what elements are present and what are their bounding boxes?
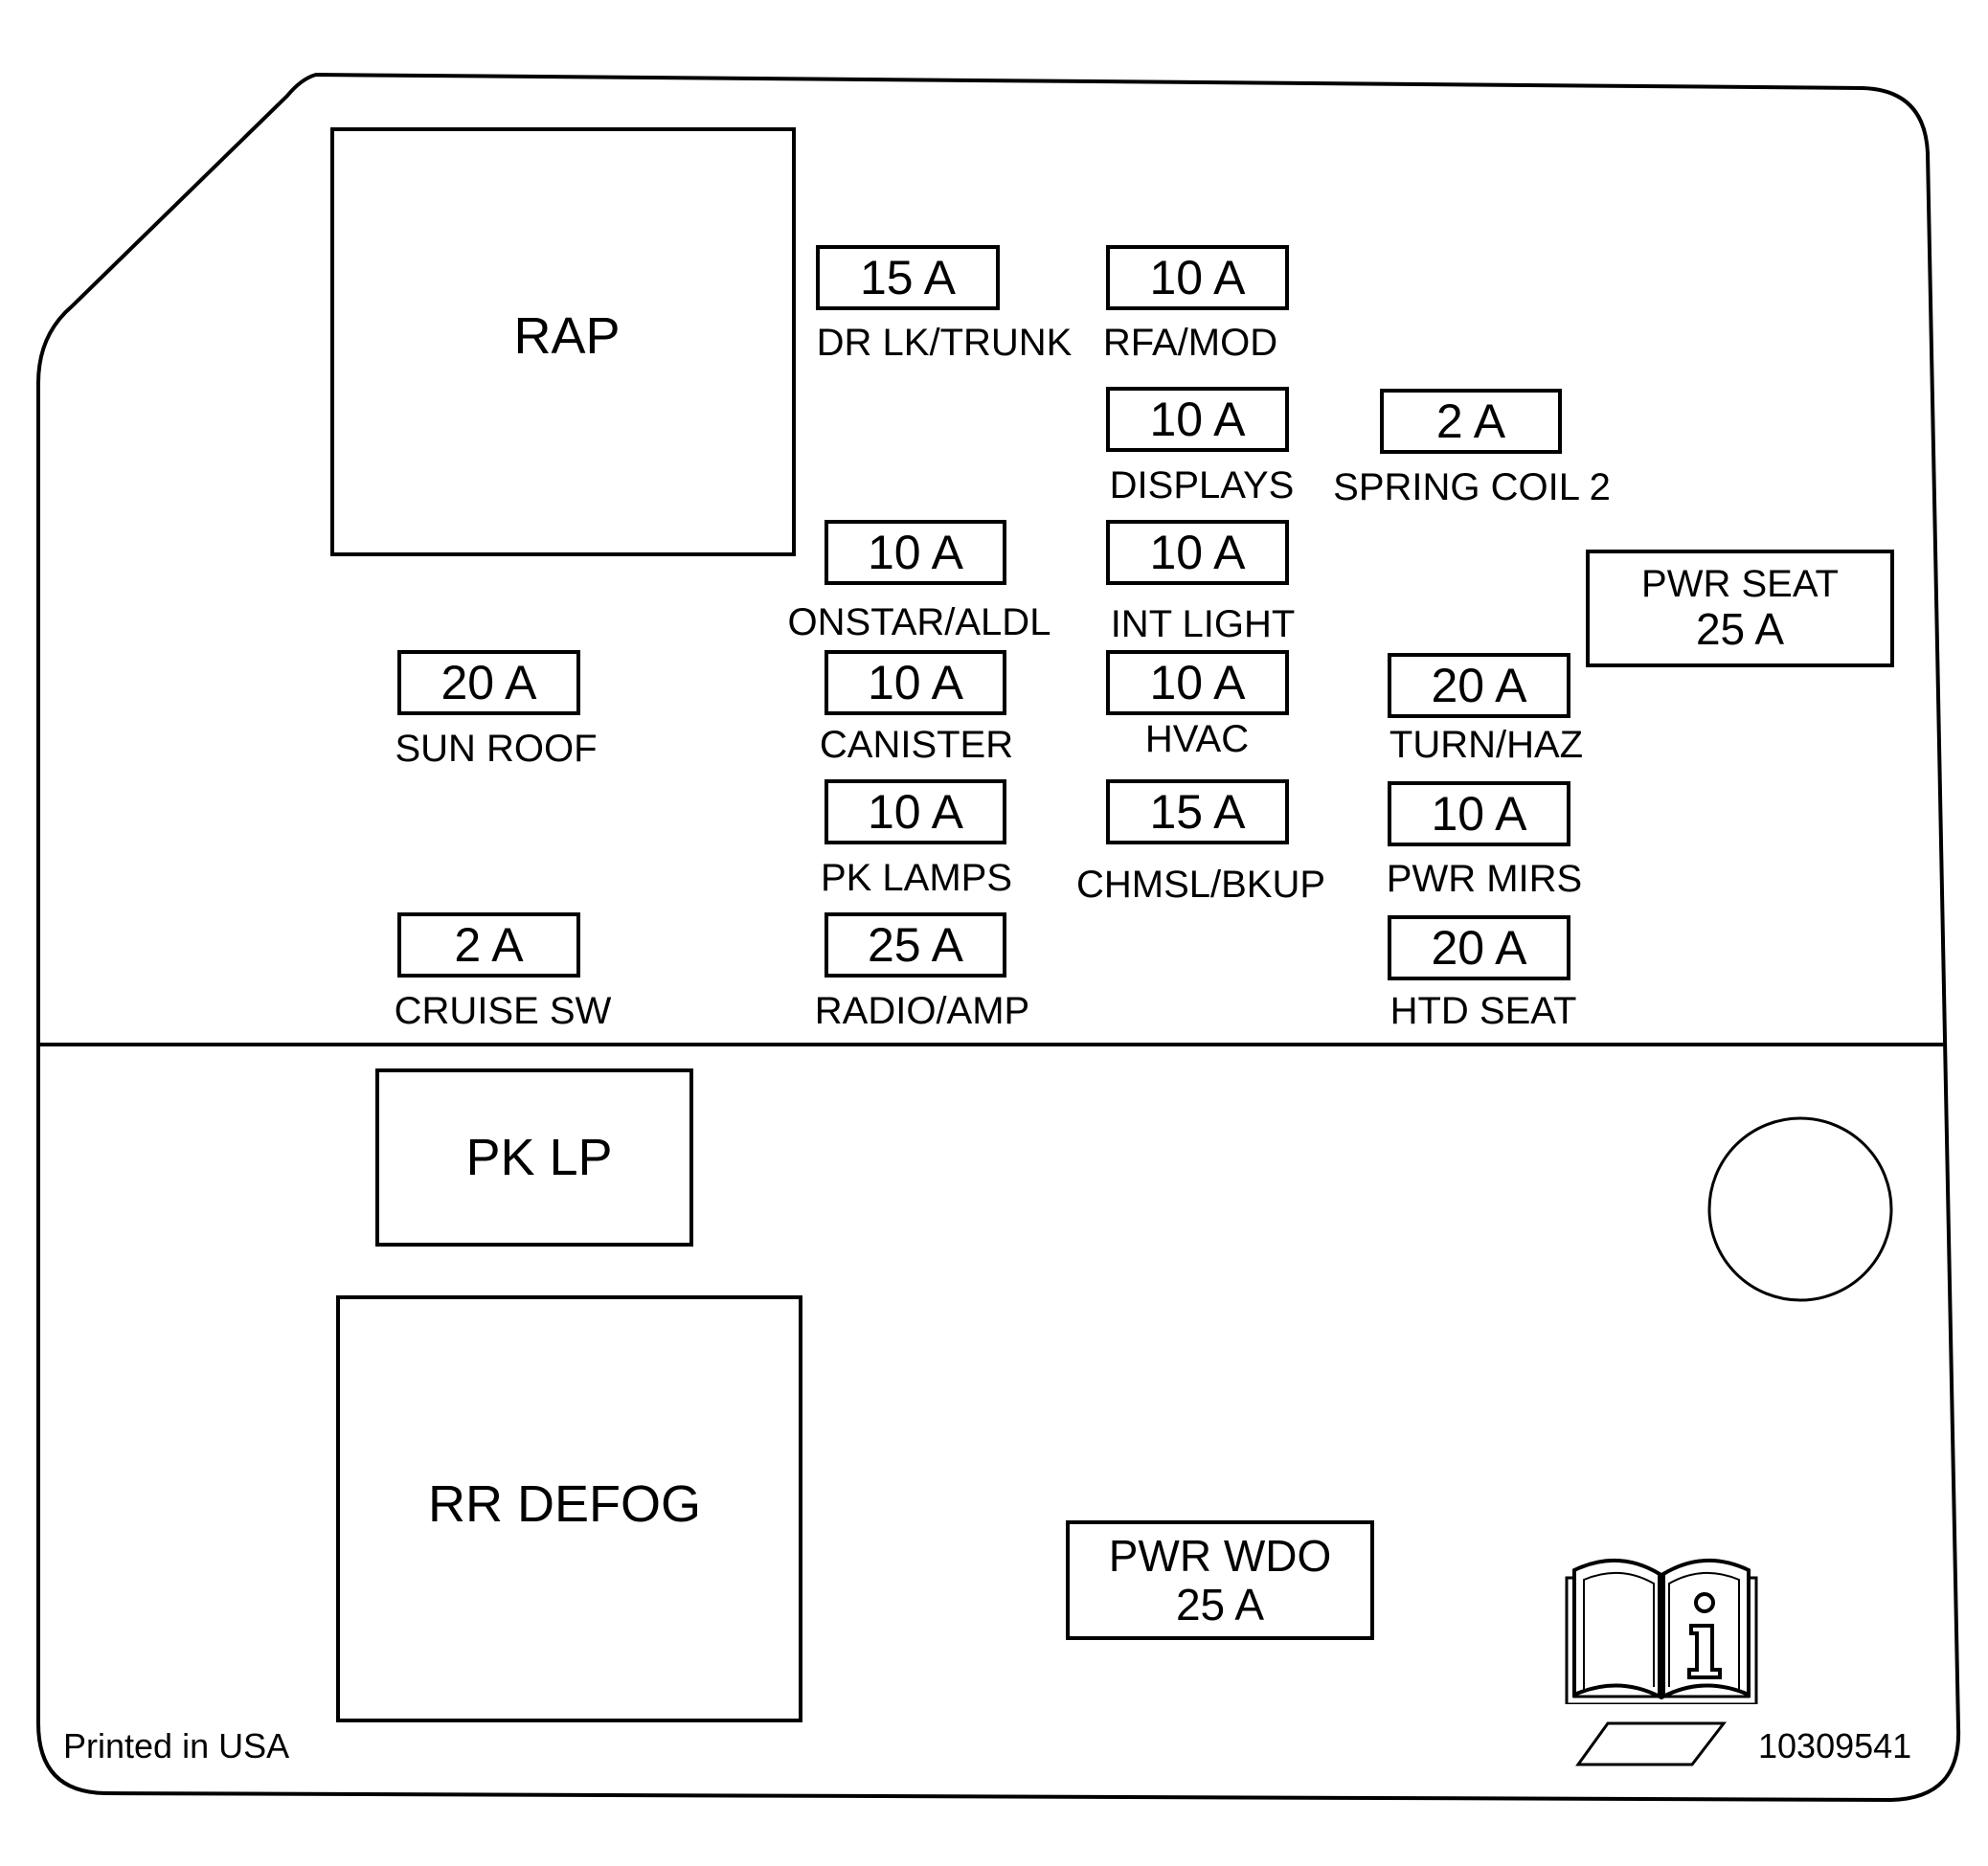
panel-border xyxy=(36,72,1961,1803)
fuse-rating: 10 A xyxy=(1149,526,1246,579)
fuse-rating: 15 A xyxy=(1149,785,1246,839)
breaker-pwr-seat-rating: 25 A xyxy=(1695,604,1785,655)
fuse-chmsl-bkup: 15 A xyxy=(1106,779,1289,844)
fuse-rating: 10 A xyxy=(1431,787,1527,841)
fuse-cruise-sw: 2 A xyxy=(397,912,580,978)
fuse-rating: 10 A xyxy=(867,656,964,709)
fuse-rating: 10 A xyxy=(1149,251,1246,304)
fuse-rating: 20 A xyxy=(1431,659,1527,712)
fuse-label-pk-lamps: PK LAMPS xyxy=(820,857,1013,899)
breaker-pwr-seat-name: PWR SEAT xyxy=(1641,563,1839,606)
part-number-text: 10309541 xyxy=(1758,1726,1912,1765)
fuse-dr-lk-trunk: 15 A xyxy=(816,245,1000,310)
fuse-pwr-mirs: 10 A xyxy=(1388,781,1570,846)
relay-pk-lp-label: PK LP xyxy=(465,1129,613,1186)
fuse-rating: 20 A xyxy=(441,656,537,709)
fuse-label-sun-roof: SUN ROOF xyxy=(395,728,598,770)
fuse-rating: 10 A xyxy=(867,785,964,839)
fuse-rfa-mod: 10 A xyxy=(1106,245,1289,310)
relay-rap: RAP xyxy=(330,127,796,556)
fuse-label-htd-seat: HTD SEAT xyxy=(1389,990,1577,1032)
fuse-int-light: 10 A xyxy=(1106,520,1289,585)
fuse-hvac: 10 A xyxy=(1106,650,1289,715)
breaker-pwr-wdo-name: PWR WDO xyxy=(1108,1530,1332,1581)
fuse-label-radio-amp: RADIO/AMP xyxy=(814,990,1030,1032)
relay-rr-defog: RR DEFOG xyxy=(336,1295,802,1722)
fuse-turn-haz: 20 A xyxy=(1388,653,1570,718)
fuse-label-chmsl-bkup: CHMSL/BKUP xyxy=(1075,864,1326,906)
fuse-label-canister: CANISTER xyxy=(819,724,1014,766)
fuse-label-pwr-mirs: PWR MIRS xyxy=(1386,858,1583,900)
relay-rap-label: RAP xyxy=(513,307,621,365)
fuse-rating: 10 A xyxy=(867,526,964,579)
fuse-canister: 10 A xyxy=(825,650,1006,715)
fuse-label-displays: DISPLAYS xyxy=(1109,464,1295,506)
breaker-pwr-seat: PWR SEAT 25 A xyxy=(1586,550,1894,667)
fuse-rating: 15 A xyxy=(859,251,957,304)
fuse-htd-seat: 20 A xyxy=(1388,915,1570,980)
fuse-label-onstar-aldl: ONSTAR/ALDL xyxy=(787,601,1051,643)
fuse-label-cruise-sw: CRUISE SW xyxy=(394,990,612,1032)
fuse-onstar-aldl: 10 A xyxy=(825,520,1006,585)
fuse-radio-amp: 25 A xyxy=(825,912,1006,978)
fuse-label-rfa-mod: RFA/MOD xyxy=(1102,322,1278,364)
relay-rr-defog-label: RR DEFOG xyxy=(427,1475,701,1533)
breaker-pwr-wdo: PWR WDO 25 A xyxy=(1066,1520,1374,1640)
fuse-label-spring-coil-2: SPRING COIL 2 xyxy=(1333,466,1611,508)
fuse-pk-lamps: 10 A xyxy=(825,779,1006,844)
fuse-rating: 2 A xyxy=(1435,394,1506,448)
fuse-rating: 2 A xyxy=(454,918,524,972)
fuse-rating: 10 A xyxy=(1149,656,1246,709)
relay-pk-lp: PK LP xyxy=(375,1068,693,1247)
fuse-rating: 10 A xyxy=(1149,393,1246,446)
printed-in-usa-text: Printed in USA xyxy=(63,1726,290,1765)
fuse-label-turn-haz: TURN/HAZ xyxy=(1389,724,1584,766)
mounting-hole xyxy=(1707,1116,1893,1302)
fuse-label-int-light: INT LIGHT xyxy=(1110,603,1296,645)
fuse-label-dr-lk-trunk: DR LK/TRUNK xyxy=(816,322,1073,364)
fuse-rating: 25 A xyxy=(867,918,964,972)
fuse-rating: 20 A xyxy=(1431,921,1527,975)
breaker-pwr-wdo-rating: 25 A xyxy=(1175,1579,1265,1630)
label-plate-icon xyxy=(1575,1721,1728,1766)
fuse-sun-roof: 20 A xyxy=(397,650,580,715)
fuse-spring-coil-2: 2 A xyxy=(1380,389,1562,454)
fuse-label-hvac: HVAC xyxy=(1144,718,1250,760)
fuse-displays: 10 A xyxy=(1106,387,1289,452)
manual-info-icon xyxy=(1565,1559,1758,1704)
